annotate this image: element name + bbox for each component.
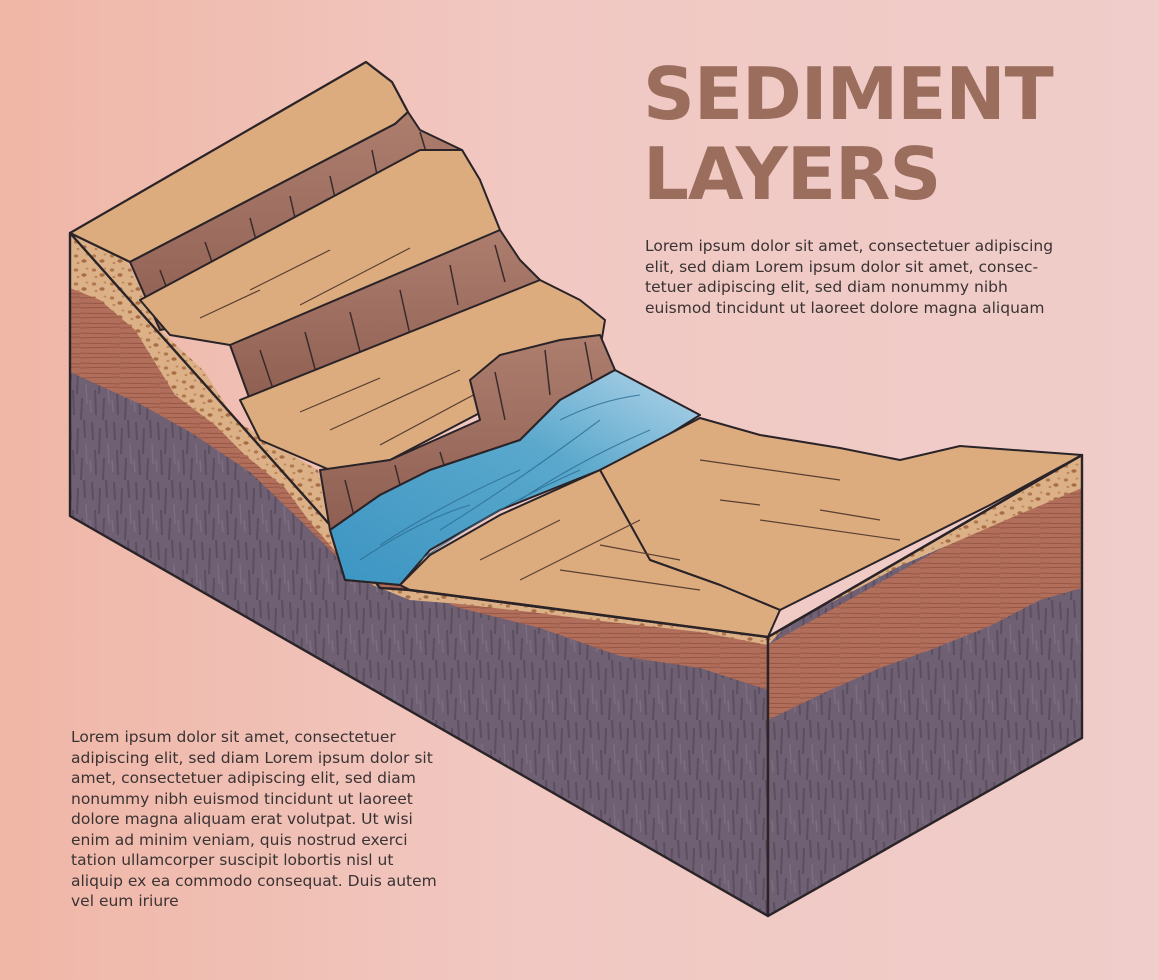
title-line-1: SEDIMENT [643, 52, 1054, 136]
description-top: Lorem ipsum dolor sit amet, consectetuer… [645, 237, 1054, 317]
title-line-2: LAYERS [643, 132, 941, 216]
right-side-face [766, 453, 1084, 918]
description-bottom: Lorem ipsum dolor sit amet, consectetuer… [71, 728, 437, 910]
block-top-edge [409, 453, 1083, 639]
page-title: SEDIMENT LAYERS [643, 52, 1054, 216]
